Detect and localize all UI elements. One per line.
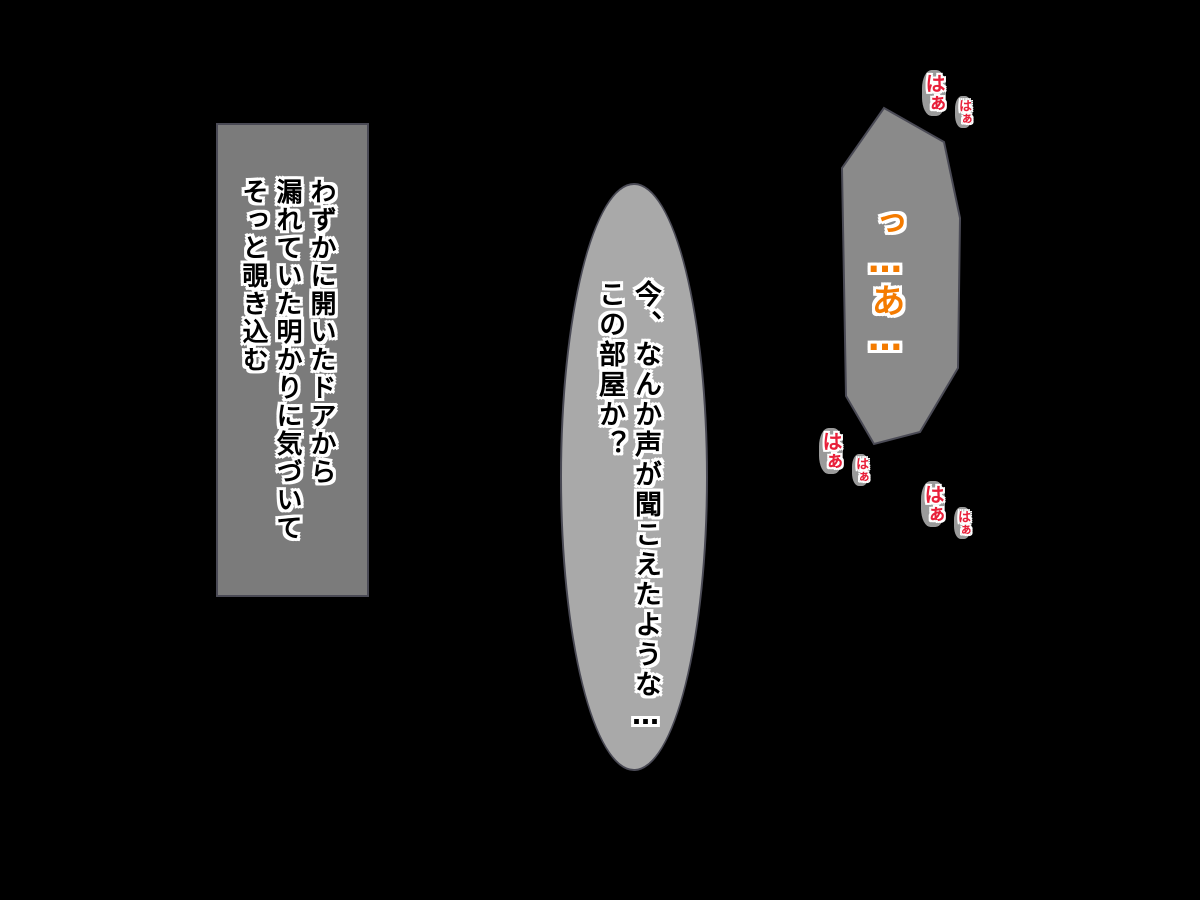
narration-line-1: わずかに開いたドアから (306, 178, 336, 486)
speech-line-1: 今、なんか声が聞こえたような… (630, 280, 661, 734)
breath-sfx-large: はぁ (922, 70, 946, 116)
moan-text: っ…あ… (865, 205, 905, 361)
speech-bubble (560, 183, 708, 771)
breath-sfx-large: はぁ (819, 428, 843, 474)
speech-line-2: この部屋か？ (594, 280, 625, 460)
narration-line-3: そっと覗き込む (238, 178, 268, 374)
breath-sfx-small: はぁ (955, 96, 972, 128)
breath-sfx-small: はぁ (954, 507, 971, 539)
breath-sfx-small: はぁ (852, 454, 869, 486)
moan-bubble (840, 106, 962, 446)
breath-sfx-large: はぁ (921, 481, 945, 527)
narration-line-2: 漏れていた明かりに気づいて (272, 178, 302, 542)
narration-box (216, 123, 369, 597)
